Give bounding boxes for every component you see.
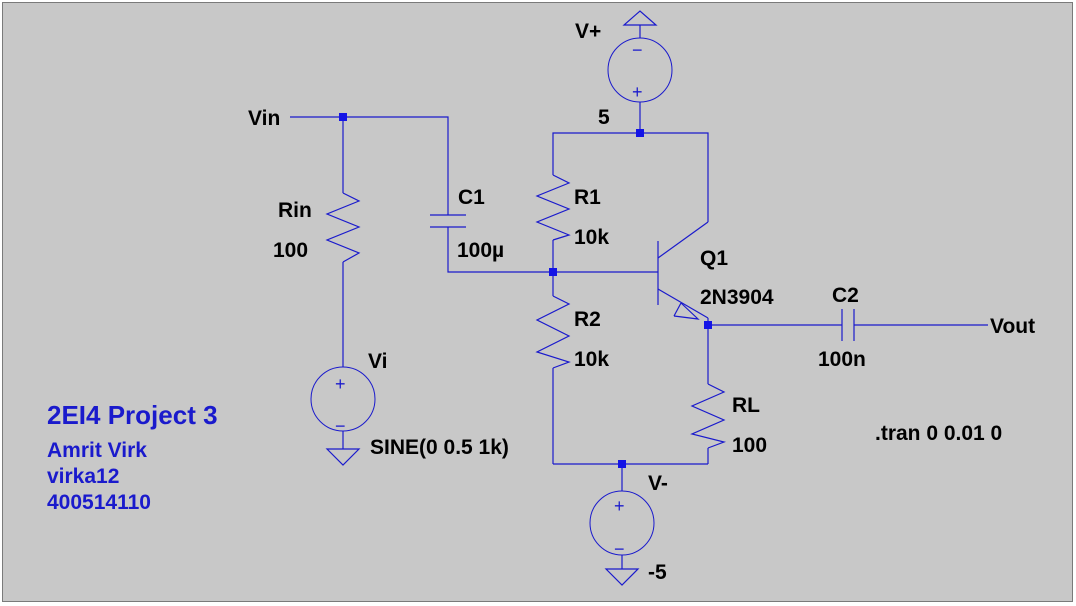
rl-name: RL — [732, 394, 760, 417]
spice-directive[interactable]: .tran 0 0.01 0 — [875, 422, 1002, 445]
q1-name: Q1 — [700, 247, 728, 270]
capacitor-c2-symbol[interactable] — [841, 309, 855, 341]
svg-text:−: − — [632, 40, 643, 60]
r1-value: 10k — [574, 226, 609, 249]
r1-name: R1 — [574, 186, 601, 209]
wire-c1-base[interactable] — [447, 227, 658, 273]
vplus-value: 5 — [598, 106, 610, 129]
note-title[interactable]: 2EI4 Project 3 — [47, 400, 218, 430]
wire-vin[interactable] — [290, 116, 449, 215]
wire-supply-top[interactable] — [552, 132, 709, 222]
net-label-vplus: V+ — [575, 20, 601, 43]
rin-name: Rin — [278, 199, 312, 222]
resistor-r1-symbol[interactable] — [535, 174, 571, 241]
transistor-q1-symbol[interactable] — [657, 221, 709, 320]
net-label-vminus: V- — [648, 472, 668, 495]
note-author[interactable]: Amrit Virk — [47, 439, 147, 462]
source-vminus-symbol[interactable]: + − — [589, 490, 655, 586]
svg-text:+: + — [632, 82, 643, 102]
rl-value: 100 — [732, 434, 767, 457]
source-vplus-symbol[interactable]: − + — [607, 10, 673, 108]
resistor-r2-symbol[interactable] — [535, 295, 571, 369]
junctions — [339, 113, 712, 468]
net-label-vin: Vin — [248, 107, 280, 130]
vminus-value: -5 — [648, 561, 667, 584]
q1-model: 2N3904 — [700, 286, 774, 309]
junction-vin — [339, 113, 347, 121]
note-userid[interactable]: virka12 — [47, 465, 119, 488]
svg-text:−: − — [335, 416, 346, 436]
svg-text:+: + — [335, 374, 346, 394]
net-label-vout: Vout — [990, 315, 1035, 338]
c2-value: 100n — [818, 348, 866, 371]
r2-value: 10k — [574, 348, 609, 371]
c2-name: C2 — [832, 284, 859, 307]
svg-text:+: + — [614, 496, 625, 516]
junction-emitter — [704, 321, 712, 329]
vi-value: SINE(0 0.5 1k) — [370, 436, 509, 459]
junction-vplus — [636, 129, 644, 137]
r2-name: R2 — [574, 308, 601, 331]
note-student-number[interactable]: 400514110 — [47, 491, 151, 514]
vi-name: Vi — [368, 350, 387, 373]
c1-name: C1 — [458, 186, 485, 209]
junction-vminus — [618, 460, 626, 468]
source-vi-symbol[interactable]: + − — [310, 366, 376, 466]
resistor-rin-symbol[interactable] — [325, 192, 361, 263]
resistor-rl-symbol[interactable] — [690, 383, 727, 449]
junction-base — [549, 268, 557, 276]
svg-text:−: − — [614, 539, 625, 559]
capacitor-c1-symbol[interactable] — [430, 214, 466, 228]
rin-value: 100 — [273, 239, 308, 262]
c1-value: 100µ — [457, 239, 504, 262]
